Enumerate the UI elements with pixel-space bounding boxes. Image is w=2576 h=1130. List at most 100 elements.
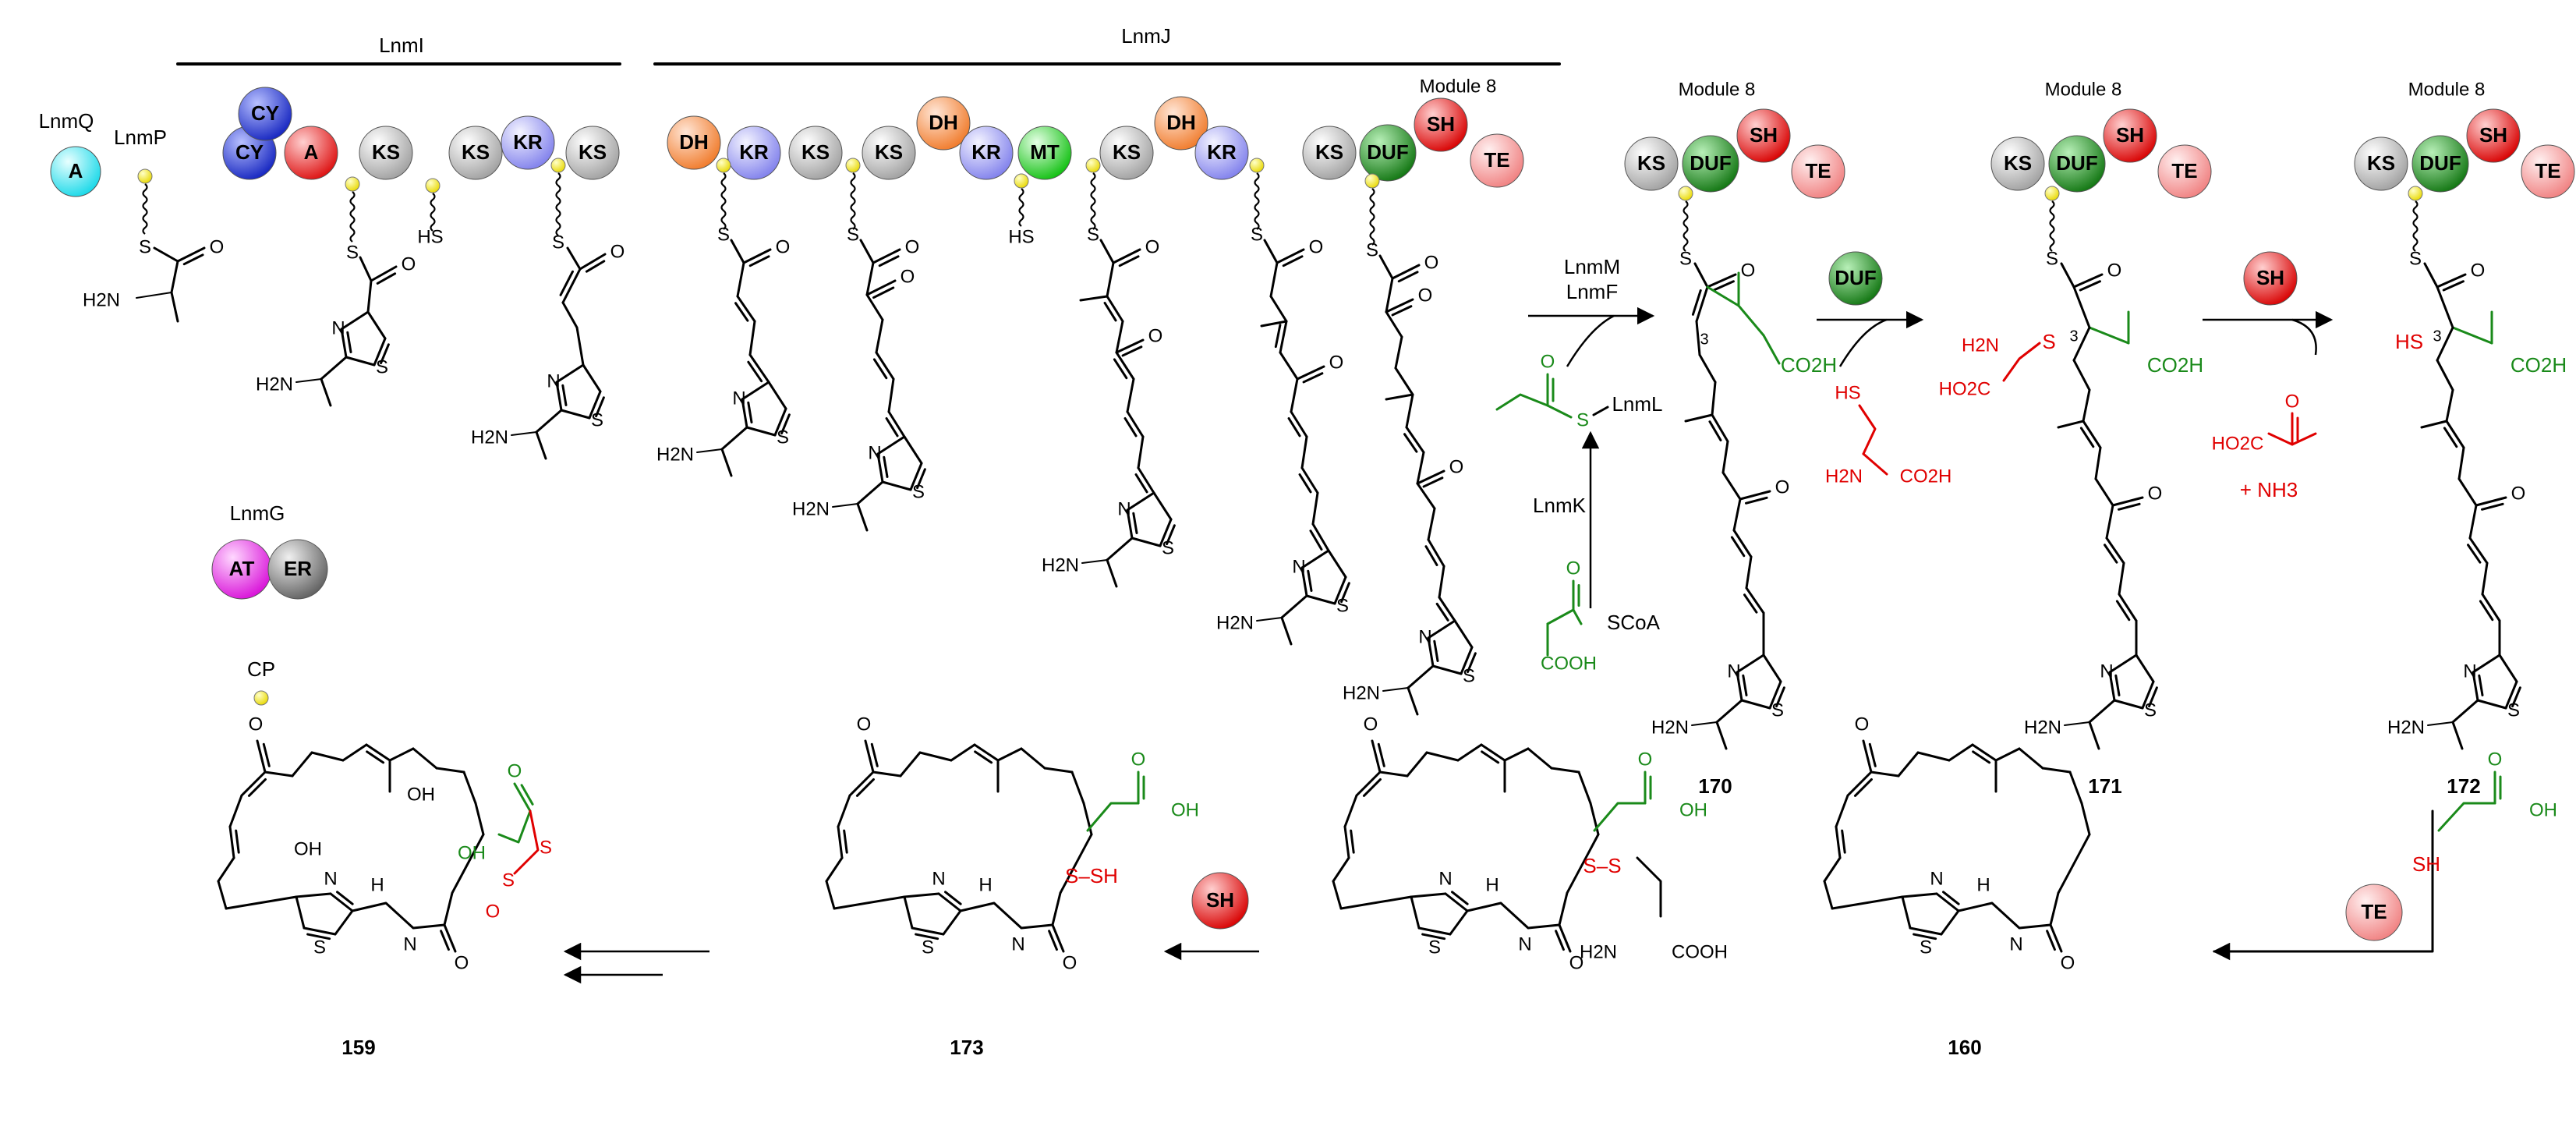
m170-DUF [1682, 135, 1739, 193]
m-int-ring-b2-2 [1350, 829, 1355, 854]
c171-ch-b3-2 [2079, 427, 2095, 448]
m-int-ring-b7 [1425, 751, 1460, 762]
lnmj-arm4-ch-b1 [1269, 295, 1288, 323]
lnmj-title: LnmJ [1121, 24, 1171, 48]
lnmi-arm1-b2 [366, 279, 373, 313]
m160-ketO: O [1855, 714, 1870, 735]
m173-tz4-2 [944, 891, 962, 905]
c172-ch-b6 [2468, 504, 2478, 540]
m160-NH: N [2009, 933, 2022, 955]
m159-tz4-2 [336, 891, 354, 905]
m172-co-2 [2442, 280, 2465, 292]
m172-DUF-label: DUF [2419, 151, 2461, 175]
m160-ring-b9-2 [1972, 750, 1991, 764]
m-int-lnk [1339, 895, 1413, 910]
c171-b1 [2072, 285, 2091, 329]
propionyl-dash [1592, 406, 1609, 416]
c170-thz-N: N [1727, 661, 1740, 682]
c171-co2h: CO2H [2147, 353, 2203, 377]
c171-ch-b0 [2072, 326, 2091, 362]
lnmj-KS4-label: KS [1315, 140, 1343, 164]
c171-thz-r4 [2108, 671, 2116, 702]
lnmj-KR1-label: KR [739, 140, 769, 164]
lnmj-module-label: Module 8 [1420, 76, 1497, 97]
lnmj-SH [1414, 97, 1468, 152]
lnmi-arm3-co-2 [585, 260, 606, 273]
m159-amide [351, 902, 446, 930]
m160-tz4 [1935, 892, 1960, 912]
lnmi-arm3-thz-S: S [591, 409, 603, 430]
m170-TE-label: TE [1805, 159, 1831, 182]
m159-NH: N [403, 933, 416, 955]
m160-ring-b14 [2080, 802, 2091, 836]
lnmj-arm2-O2: O [901, 266, 915, 287]
lnmj-arm1-thz-nh2: H2N [656, 444, 694, 465]
c172-thz-r3 [2476, 699, 2507, 710]
m173-ring-b10 [996, 747, 1023, 762]
lnmj-arm4-O2: O [1329, 352, 1344, 373]
lnmj-arm5-co3 [1416, 469, 1445, 485]
m159-ketone [256, 739, 267, 774]
lnmq-A [50, 146, 101, 197]
c170-ch-b1 [1698, 353, 1717, 384]
lnmj-arm3-thz-r2 [1159, 518, 1173, 547]
m160-ring-b1 [1823, 856, 1842, 883]
lnmj-arm4-co2 [1296, 365, 1325, 381]
lnmp-b2 [170, 260, 179, 294]
lnmi-link3 [555, 172, 561, 236]
c170-ch-b3-2 [1708, 420, 1722, 441]
nh3: + NH3 [2240, 478, 2298, 501]
lnmj-arm1-thz-S: S [777, 427, 789, 448]
m-int-ring-b5 [1378, 770, 1409, 778]
malonyl-O: O [1566, 558, 1581, 579]
m160-ring-b4 [1846, 770, 1873, 797]
m173-ring-b4-2 [855, 778, 875, 797]
lnmj-arm1-thz-r2-2 [780, 413, 791, 435]
c172-ch-b3 [2445, 420, 2465, 449]
c171-ch-b9 [2118, 593, 2138, 622]
lnmj-DH2-label: DH [929, 111, 958, 134]
lnmp-O: O [210, 236, 225, 257]
m171-SH-label: SH [2116, 123, 2144, 147]
lnmj-arm4-thz-r4 [1300, 566, 1308, 597]
m160-ring-b3 [1835, 794, 1849, 828]
int-ss: S–S [1583, 854, 1621, 877]
m173-ring-b6 [899, 751, 922, 778]
step-SH2-label: SH [1206, 888, 1234, 912]
int-nh2: H2N [1580, 941, 1617, 962]
lnmi-arm3-thz-r4 [555, 381, 563, 412]
m171-DUF-label: DUF [2056, 151, 2097, 175]
lnmj-arm5-ch2-b7-2 [1424, 545, 1438, 566]
lnmj-arm2-S: S [847, 224, 859, 245]
lnmj-arm1-thz-r4 [741, 398, 748, 429]
lnmj-arm5-thz-r2 [1460, 646, 1474, 675]
c172-ch-b7 [2468, 537, 2489, 565]
c172-thz-r2-2 [2511, 686, 2521, 708]
lnmg-ER [267, 539, 328, 600]
lnmj-arm5-thz-t3 [1382, 687, 1409, 692]
m173-ring-b13 [1070, 770, 1085, 805]
lnmj-arm1-thz-r3 [745, 426, 777, 437]
label-170: 170 [1698, 774, 1732, 798]
c170-ch-b8 [1745, 555, 1753, 590]
m172-b1 [2423, 262, 2439, 289]
c170-db-2 [1691, 289, 1702, 316]
lnmj-arm5-ch2-b2 [1405, 393, 1414, 429]
lnmj-arm5-ch2-b4 [1416, 451, 1425, 485]
lnmp-b1 [153, 246, 179, 263]
c172-thz-t1 [2451, 699, 2479, 724]
lnmi-link2 [430, 193, 436, 232]
lnmj-arm5-thz-S: S [1463, 665, 1475, 686]
lnmi-KR-label: KR [513, 130, 543, 154]
lnmi-arm3-thz-r5 [555, 363, 585, 384]
lnmj-arm4-b1 [1263, 239, 1279, 264]
c170-ch-b6 [1732, 498, 1742, 532]
m-int-ring-b0 [1332, 880, 1343, 910]
lnmj-arm2-b1 [859, 239, 875, 264]
lnmj-arm4-thz-t1 [1280, 594, 1308, 619]
m160-amideO [2049, 923, 2063, 953]
m-int-ring-b12 [1550, 767, 1580, 774]
c170-db [1695, 285, 1709, 323]
c170-me2 [1684, 413, 1714, 423]
c172-b1 [2436, 285, 2454, 329]
